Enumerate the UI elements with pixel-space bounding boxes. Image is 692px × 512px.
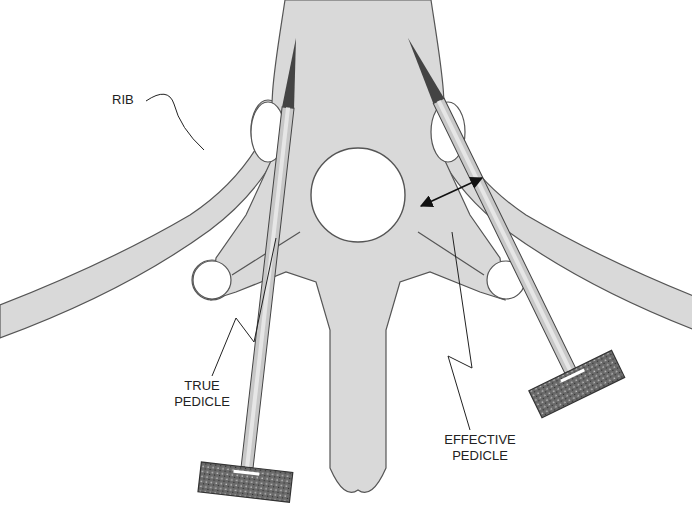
leader-line (146, 94, 472, 430)
part-label: EFFECTIVE PEDICLE (430, 432, 530, 465)
rib (0, 100, 285, 338)
part-label: RIB (110, 92, 136, 108)
pedicle-probe (198, 33, 342, 502)
pedicle-probe (367, 18, 625, 418)
vertebra (211, 0, 505, 492)
spinal-canal (311, 148, 405, 242)
rib-head (193, 102, 525, 299)
width-arrow (421, 178, 482, 206)
part-label: TRUE PEDICLE (158, 378, 246, 411)
